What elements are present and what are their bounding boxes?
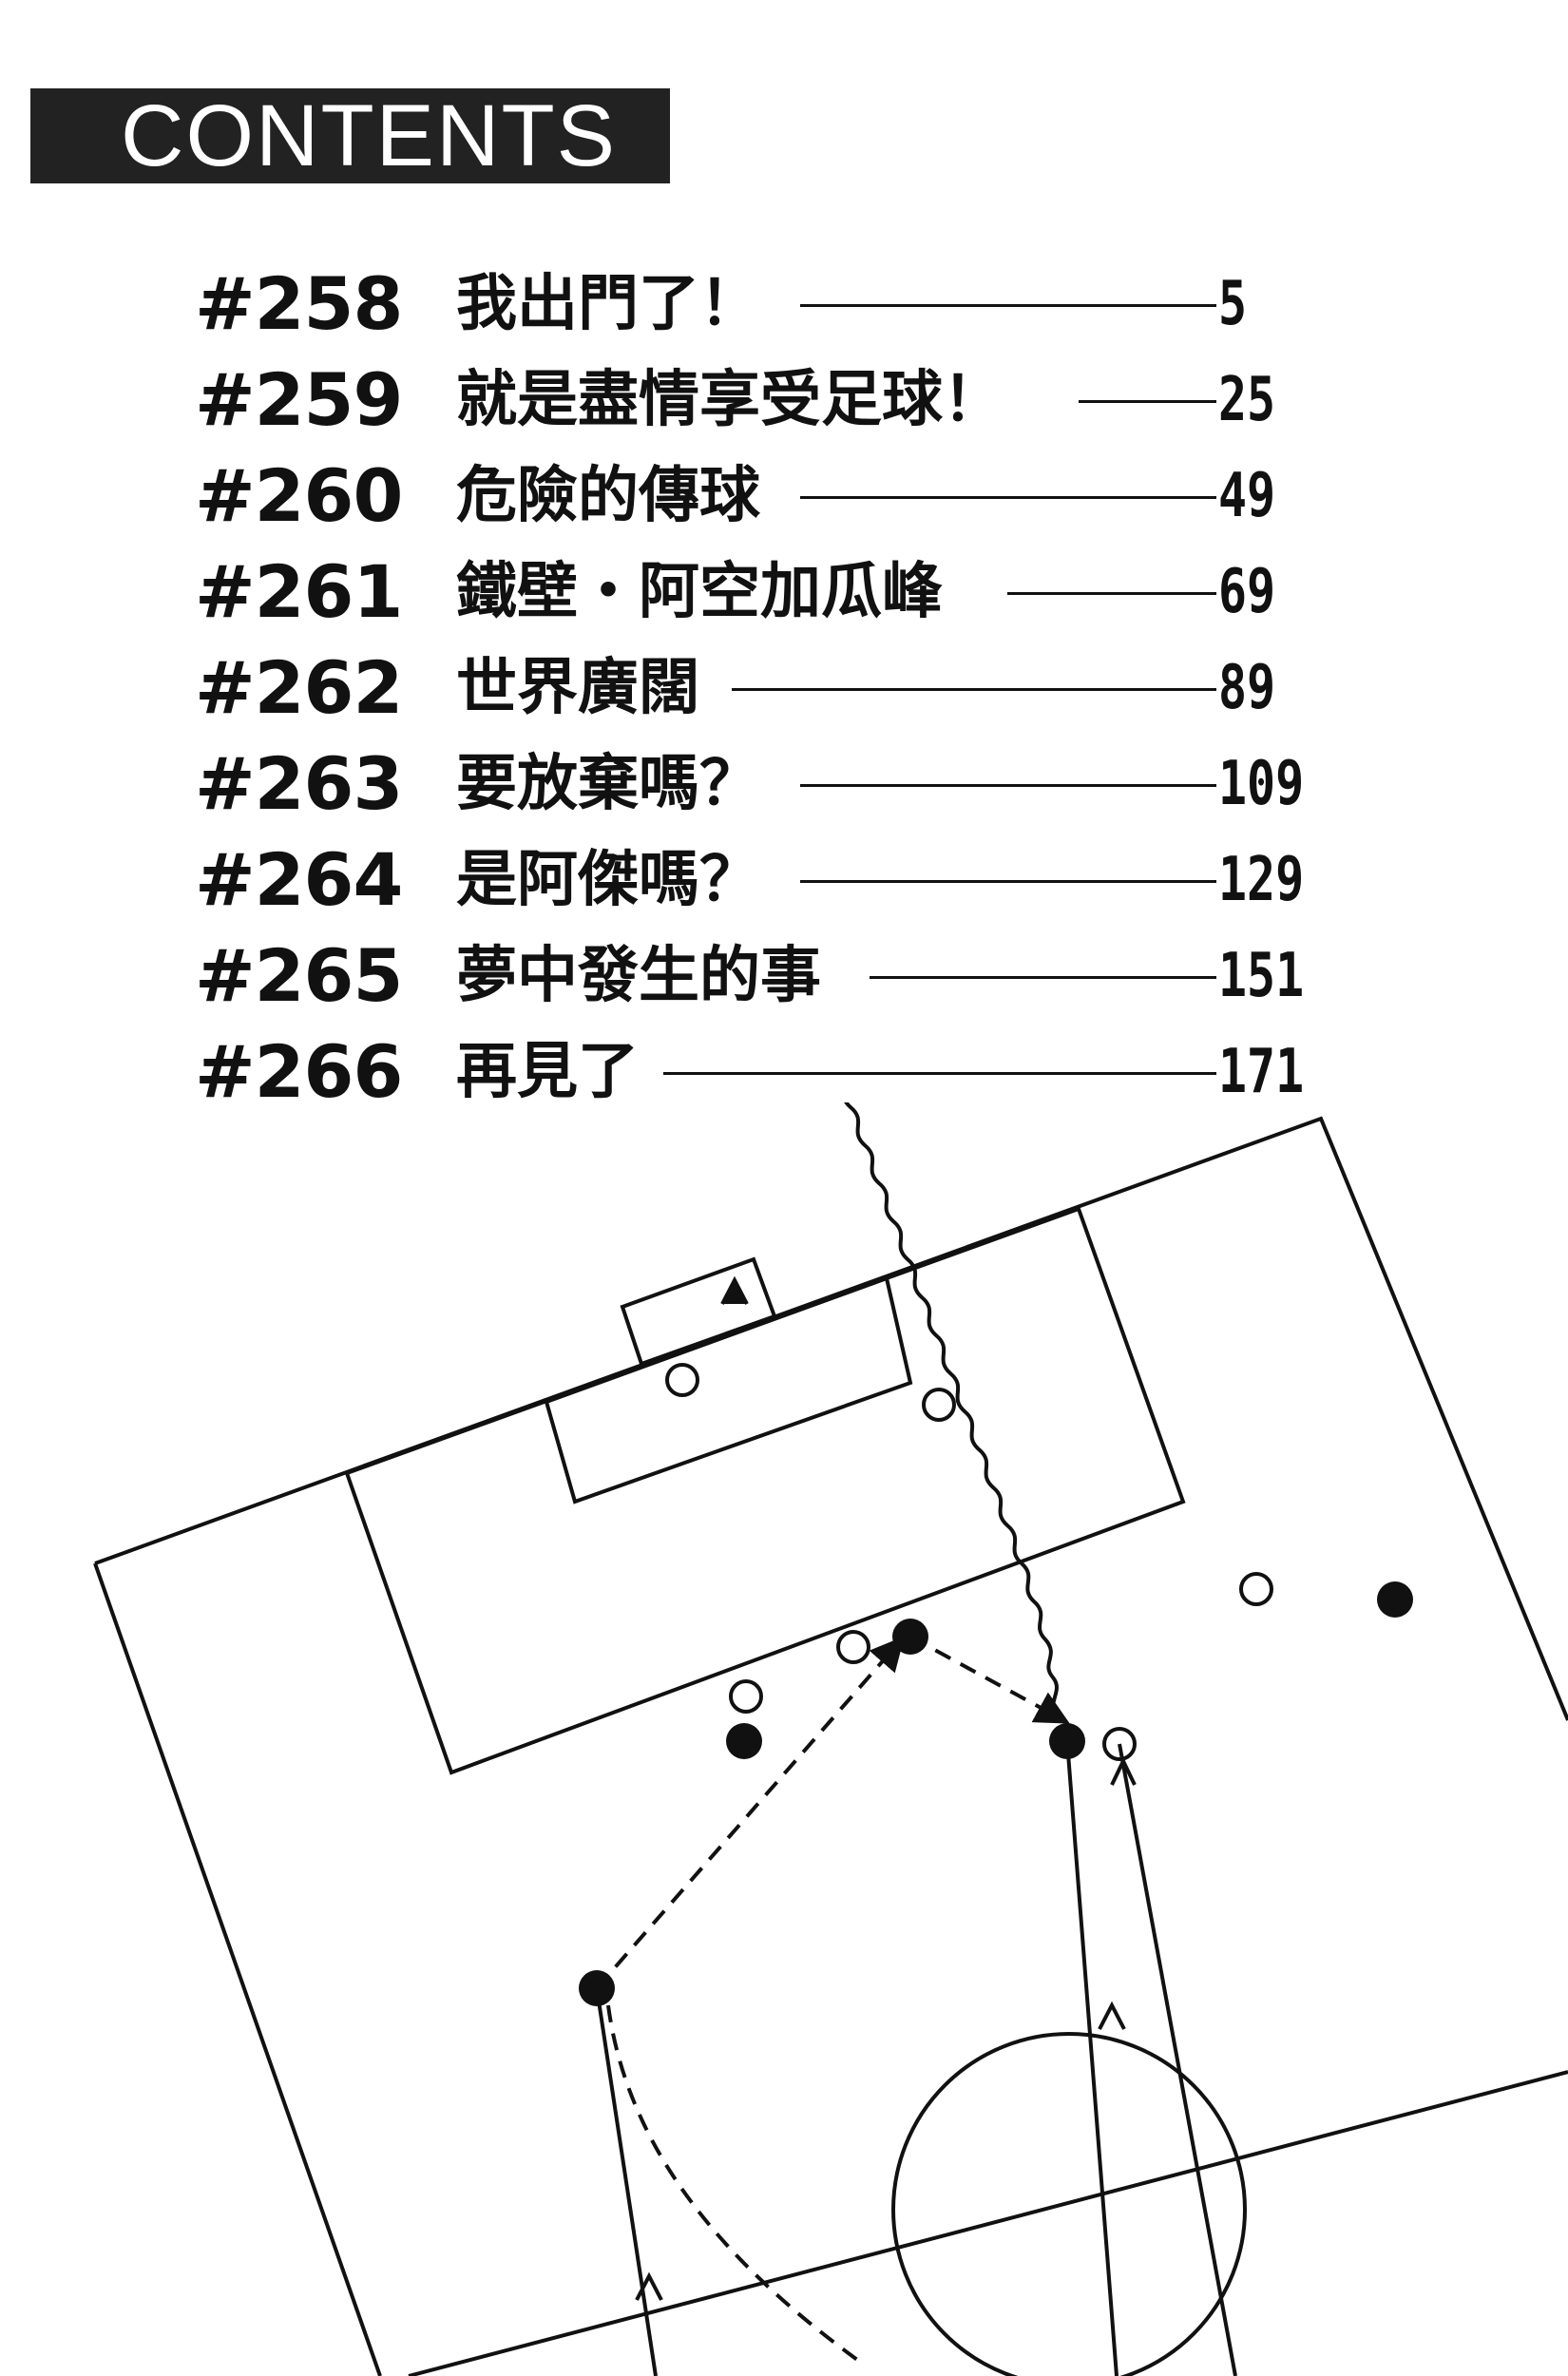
halfway-line bbox=[408, 2070, 1568, 2376]
chapter-title: 要放棄嗎？ bbox=[456, 749, 760, 819]
dashed-pass-path bbox=[909, 1635, 1070, 1724]
chapter-title: 夢中發生的事 bbox=[456, 941, 821, 1011]
toc-entry[interactable]: #265 夢中發生的事 151 bbox=[0, 929, 1568, 1024]
page-number: 69 bbox=[1218, 557, 1276, 627]
chapter-number: #264 bbox=[195, 837, 403, 922]
pitch-left-touchline bbox=[93, 1562, 382, 2376]
arrow-up-icon bbox=[1098, 2001, 1126, 2030]
leader-line bbox=[800, 880, 1216, 883]
toc-entry[interactable]: #266 再見了 171 bbox=[0, 1025, 1568, 1120]
page-number: 5 bbox=[1218, 269, 1248, 339]
chapter-title: 危險的傳球 bbox=[456, 461, 760, 531]
page-number: 109 bbox=[1218, 749, 1305, 819]
leader-line bbox=[663, 1072, 1216, 1075]
pitch-lines bbox=[93, 1116, 1568, 2376]
center-circle bbox=[891, 2032, 1247, 2376]
chapter-number: #265 bbox=[195, 933, 403, 1018]
contents-header: CONTENTS bbox=[30, 88, 670, 183]
leader-line bbox=[1079, 400, 1216, 403]
chapter-number: #262 bbox=[195, 645, 403, 730]
arrow-up-icon bbox=[1110, 1756, 1137, 1786]
chapter-number: #259 bbox=[195, 357, 403, 442]
chapter-number: #260 bbox=[195, 453, 403, 538]
chapter-number: #266 bbox=[195, 1029, 403, 1114]
leader-line bbox=[800, 496, 1216, 499]
leader-line bbox=[1007, 592, 1216, 595]
arrow-up-icon bbox=[635, 2271, 663, 2301]
goal bbox=[620, 1256, 777, 1367]
player-open bbox=[836, 1630, 870, 1664]
leader-line bbox=[870, 976, 1216, 979]
player-open bbox=[729, 1679, 763, 1714]
run-line bbox=[1118, 1743, 1237, 2376]
toc-entry[interactable]: #262 世界廣闊 89 bbox=[0, 641, 1568, 736]
page-number: 171 bbox=[1218, 1037, 1305, 1107]
page-number: 151 bbox=[1218, 941, 1305, 1011]
chapter-title: 世界廣闊 bbox=[456, 653, 699, 723]
player-solid bbox=[726, 1723, 762, 1759]
chapter-title: 鐵壁・阿空加瓜峰 bbox=[456, 557, 943, 627]
toc-entry[interactable]: #264 是阿傑嗎？ 129 bbox=[0, 833, 1568, 928]
chapter-title: 是阿傑嗎？ bbox=[456, 845, 760, 915]
toc-entry[interactable]: #261 鐵壁・阿空加瓜峰 69 bbox=[0, 545, 1568, 640]
page-number: 89 bbox=[1218, 653, 1276, 723]
toc-entry[interactable]: #263 要放棄嗎？ 109 bbox=[0, 737, 1568, 832]
goal-area bbox=[544, 1275, 913, 1504]
page-number: 25 bbox=[1218, 365, 1276, 435]
player-solid bbox=[1377, 1581, 1413, 1618]
leader-line bbox=[800, 784, 1216, 787]
player-open bbox=[1239, 1572, 1273, 1606]
toc-entry[interactable]: #260 危險的傳球 49 bbox=[0, 449, 1568, 544]
toc-entry[interactable]: #258 我出門了！ 5 bbox=[0, 257, 1568, 352]
dashed-pass-path bbox=[595, 1636, 905, 1990]
run-line bbox=[595, 1987, 658, 2376]
run-line bbox=[1065, 1740, 1119, 2376]
wavy-dribble-path bbox=[844, 1102, 1059, 1722]
chapter-title: 就是盡情享受足球！ bbox=[456, 365, 1004, 435]
player-open bbox=[922, 1388, 956, 1422]
player-open bbox=[665, 1363, 699, 1397]
contents-title: CONTENTS bbox=[121, 87, 617, 184]
page-number: 49 bbox=[1218, 461, 1276, 531]
arrow-up-icon bbox=[720, 1275, 749, 1305]
chapter-number: #258 bbox=[195, 261, 403, 346]
dashed-curve-path bbox=[606, 2004, 862, 2364]
players-team-open bbox=[665, 1363, 1273, 1761]
chapter-title: 我出門了！ bbox=[456, 269, 760, 339]
table-of-contents: #258 我出門了！ 5 #259 就是盡情享受足球！ 25 #260 危險的傳… bbox=[0, 0, 1568, 1121]
players-team-solid bbox=[579, 1581, 1413, 2006]
page-number: 129 bbox=[1218, 845, 1305, 915]
chapter-number: #261 bbox=[195, 549, 403, 634]
chapter-number: #263 bbox=[195, 741, 403, 826]
leader-line bbox=[732, 688, 1216, 691]
leader-line bbox=[800, 304, 1216, 307]
arrow-marks bbox=[635, 1275, 1137, 2301]
soccer-tactics-diagram-icon bbox=[93, 1102, 1568, 2376]
chapter-title: 再見了 bbox=[456, 1037, 639, 1107]
toc-entry[interactable]: #259 就是盡情享受足球！ 25 bbox=[0, 353, 1568, 448]
movement-lines bbox=[595, 1102, 1237, 2376]
